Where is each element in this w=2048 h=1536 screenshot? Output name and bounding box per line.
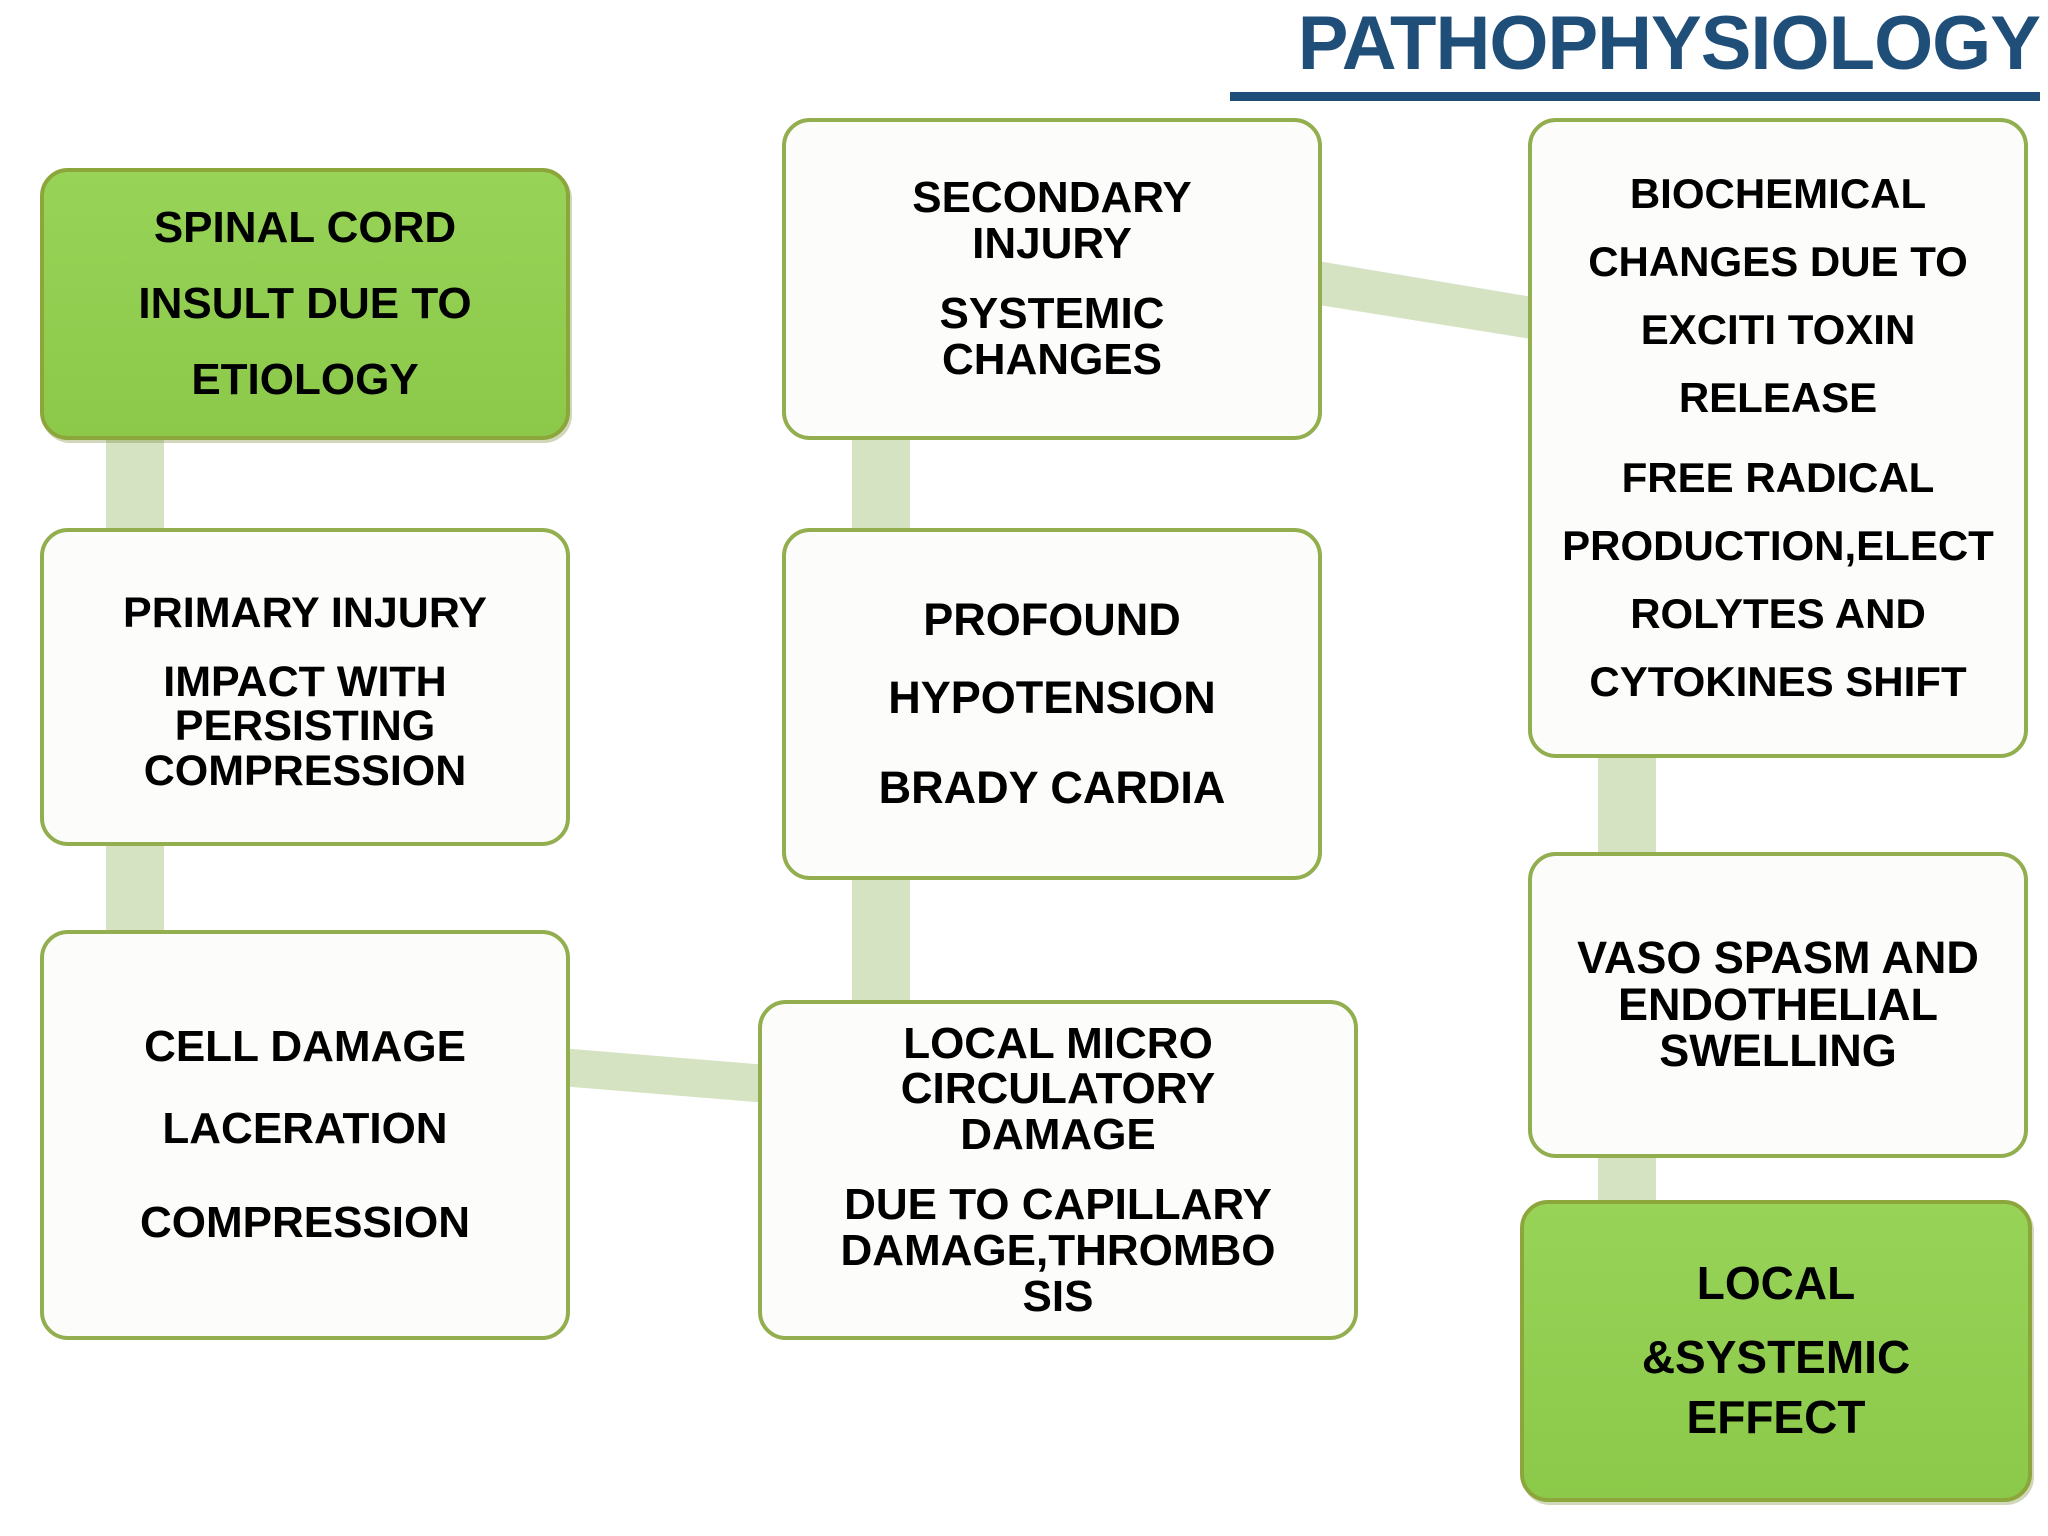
node-secondary-injury-line3: SYSTEMIC [939, 289, 1165, 339]
node-cell-damage-line2: LACERATION [162, 1103, 448, 1153]
node-local-effect-line2: &SYSTEMIC [1641, 1331, 1911, 1383]
node-secondary-injury-line1: SECONDARY [912, 173, 1192, 223]
node-local-systemic-effect[interactable]: LOCAL &SYSTEMIC EFFECT [1520, 1200, 2032, 1502]
node-profound-hypotension[interactable]: PROFOUND HYPOTENSION BRADY CARDIA [782, 528, 1322, 880]
connector-profound-to-local-micro [852, 870, 910, 1012]
connector-spinal-to-primary [106, 428, 164, 540]
node-spinal-cord-insult-line1: SPINAL CORD [153, 203, 457, 253]
node-biochem-line2: CHANGES DUE TO [1588, 237, 1968, 285]
node-spinal-cord-insult[interactable]: SPINAL CORD INSULT DUE TO ETIOLOGY [40, 168, 570, 440]
connector-biochem-to-vaso [1598, 748, 1656, 864]
node-biochemical-changes[interactable]: BIOCHEMICAL CHANGES DUE TO EXCITI TOXIN … [1528, 118, 2028, 758]
node-profound-hypotension-line2: HYPOTENSION [888, 671, 1216, 723]
connector-secondary-to-biochem [1300, 258, 1550, 342]
node-spinal-cord-insult-line2: INSULT DUE TO [138, 279, 472, 329]
node-vaso-spasm[interactable]: VASO SPASM AND ENDOTHELIAL SWELLING [1528, 852, 2028, 1158]
node-vaso-line3: SWELLING [1659, 1025, 1897, 1077]
node-local-micro-line3: DAMAGE [960, 1110, 1156, 1160]
node-cell-damage-line3: COMPRESSION [139, 1198, 471, 1248]
node-local-micro-circulatory-damage[interactable]: LOCAL MICRO CIRCULATORY DAMAGE DUE TO CA… [758, 1000, 1358, 1340]
node-biochem-line4: RELEASE [1678, 373, 1878, 421]
page-title: PATHOPHYSIOLOGY [1297, 1, 2041, 86]
node-local-effect-line1: LOCAL [1696, 1257, 1856, 1310]
node-secondary-injury-line2: INJURY [972, 219, 1132, 269]
node-spinal-cord-insult-line3: ETIOLOGY [191, 354, 419, 404]
node-primary-injury-line4: COMPRESSION [143, 747, 467, 796]
node-local-micro-line1: LOCAL MICRO [903, 1018, 1213, 1068]
node-cell-damage-line1: CELL DAMAGE [144, 1022, 466, 1072]
node-profound-hypotension-line3: BRADY CARDIA [878, 762, 1226, 814]
node-biochem-line7: ROLYTES AND [1630, 590, 1926, 638]
node-local-micro-line2: CIRCULATORY [900, 1064, 1216, 1114]
node-primary-injury[interactable]: PRIMARY INJURY IMPACT WITH PERSISTING CO… [40, 528, 570, 846]
node-biochem-line5: FREE RADICAL [1621, 454, 1935, 502]
node-local-micro-line4: DUE TO CAPILLARY [844, 1180, 1272, 1230]
node-biochem-line8: CYTOKINES SHIFT [1589, 658, 1967, 706]
node-profound-hypotension-line1: PROFOUND [923, 594, 1181, 646]
node-biochem-line3: EXCITI TOXIN [1640, 305, 1916, 353]
node-secondary-injury-line4: CHANGES [941, 334, 1163, 384]
node-primary-injury-line1: PRIMARY INJURY [123, 589, 487, 638]
node-secondary-injury[interactable]: SECONDARY INJURY SYSTEMIC CHANGES [782, 118, 1322, 440]
node-local-micro-line5: DAMAGE,THROMBO [840, 1225, 1276, 1275]
node-primary-injury-line2: IMPACT WITH [163, 657, 447, 706]
connector-primary-to-cell [106, 836, 164, 944]
connector-cell-to-local-micro [560, 1048, 780, 1104]
node-vaso-line2: ENDOTHELIAL [1618, 978, 1938, 1030]
node-primary-injury-line3: PERSISTING [174, 702, 436, 751]
title-underline [1230, 92, 2040, 101]
node-biochem-line1: BIOCHEMICAL [1629, 169, 1927, 217]
node-biochem-line6: PRODUCTION,ELECT [1562, 522, 1994, 570]
node-local-micro-line6: SIS [1022, 1271, 1094, 1321]
node-cell-damage[interactable]: CELL DAMAGE LACERATION COMPRESSION [40, 930, 570, 1340]
node-local-effect-line3: EFFECT [1686, 1390, 1866, 1443]
connector-secondary-to-profound [852, 430, 910, 540]
node-vaso-line1: VASO SPASM AND [1577, 931, 1979, 983]
